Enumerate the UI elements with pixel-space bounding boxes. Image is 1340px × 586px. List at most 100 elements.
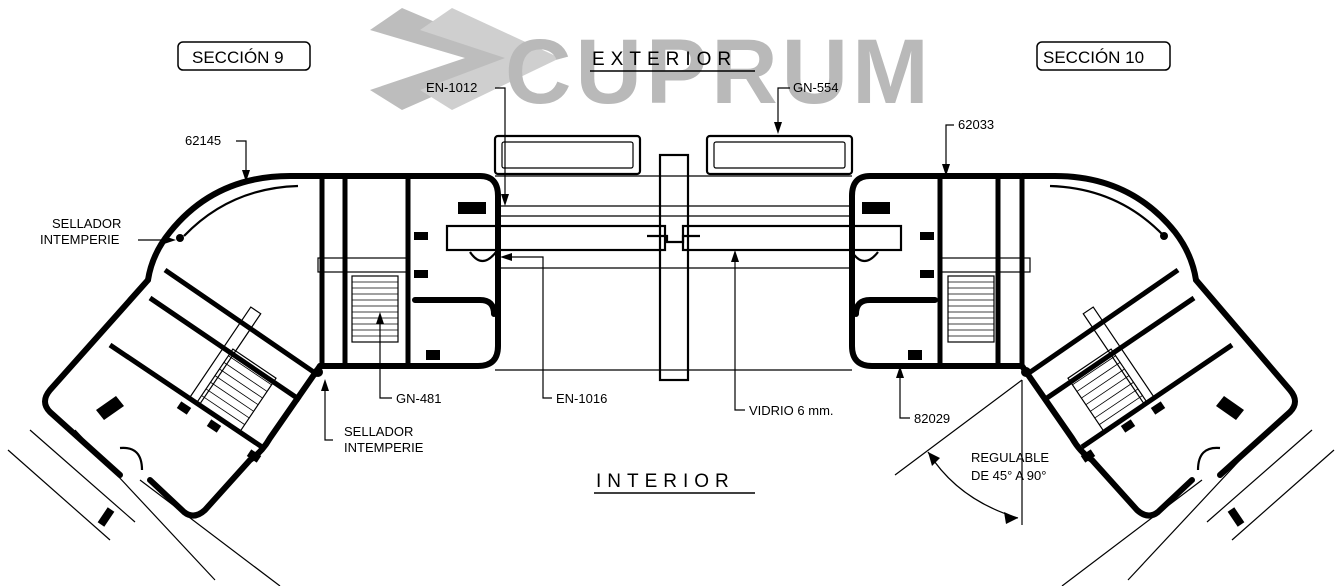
top-plate-left-inner: [501, 141, 634, 169]
glass-pane-right: [681, 224, 903, 252]
angle-arrow-tail: [928, 452, 940, 466]
left-diag-notch-2: [206, 419, 222, 433]
label-62033: 62033: [958, 117, 994, 132]
left-notch-2: [414, 270, 428, 278]
section-title-right-text: SECCIÓN 10: [1043, 48, 1144, 67]
arrow-82029: [896, 366, 904, 378]
right-notch-1: [920, 232, 934, 240]
label-gn481: GN-481: [396, 391, 442, 406]
right-notch-2: [920, 270, 934, 278]
left-diag-screw: [188, 306, 262, 406]
label-regulable-2: DE 45° A 90°: [971, 468, 1046, 483]
right-screw: [939, 257, 1031, 273]
right-diag-hatch: [1072, 355, 1143, 425]
left-diagonal-inner: [147, 363, 323, 519]
left-frame-outer: [317, 173, 501, 369]
arrow-en1016: [500, 253, 512, 261]
right-corner-arc-outer: [1019, 173, 1199, 283]
leader-gn481: [379, 318, 392, 399]
right-notch-3: [908, 350, 922, 360]
left-diag-web-3: [108, 342, 264, 450]
right-gasket: [851, 251, 879, 263]
label-62145: 62145: [185, 133, 221, 148]
right-corner-seal-bottom: [1021, 367, 1031, 377]
interior-label: INTERIOR: [596, 471, 735, 492]
label-gn554: GN-554: [793, 80, 839, 95]
angle-indicator: [894, 379, 1023, 525]
label-sellador-left-2: INTEMPERIE: [40, 232, 120, 247]
watermark-chevron-inner: [420, 8, 560, 110]
leader-sellador-bottom: [324, 385, 333, 441]
right-glass-line-2: [1206, 429, 1313, 523]
label-vidrio: VIDRIO 6 mm.: [749, 403, 834, 418]
right-glass-line-3: [1127, 429, 1269, 581]
right-diagonal-inner: [1019, 363, 1195, 519]
right-diag-hinge: [1067, 348, 1149, 434]
left-inner-leg: [412, 297, 497, 317]
arrow-en1012: [501, 194, 509, 206]
arrow-62145: [242, 170, 250, 182]
right-diag-notch-1: [1150, 401, 1166, 415]
label-en1012: EN-1012: [426, 80, 477, 95]
label-sellador-bottom-1: SELLADOR: [344, 424, 413, 439]
right-corner-profile: [1019, 173, 1335, 586]
leader-vidrio: [734, 256, 745, 411]
left-diag-notch-3: [246, 449, 262, 463]
left-diag-web-2: [148, 295, 302, 403]
right-diag-notch-2: [1120, 419, 1136, 433]
section-title-left-frame: [177, 41, 311, 71]
arrow-gn554: [774, 122, 782, 134]
right-glass-stop: [1227, 507, 1245, 527]
top-plate-right: [705, 134, 854, 176]
right-frame-outer: [849, 173, 1023, 369]
right-diagonal-outer: [1193, 277, 1298, 478]
right-diag-gasket: [1196, 446, 1221, 471]
left-corner-seal-top: [176, 234, 184, 242]
left-glass-line-2: [29, 429, 136, 523]
left-diag-notch-1: [176, 401, 192, 415]
leader-en1016: [506, 256, 552, 399]
right-diag-notch-3: [1080, 449, 1096, 463]
arrow-gn481: [376, 312, 384, 324]
left-glass-line-1: [7, 449, 111, 541]
left-glass-line-4: [139, 479, 281, 586]
leader-en1012: [495, 87, 506, 200]
left-frame-profile: [317, 173, 501, 369]
right-inner-leg: [853, 297, 938, 317]
arrow-sellador-bottom: [321, 379, 329, 391]
glass-pane-left: [445, 224, 667, 252]
right-hinge-hatch: [948, 281, 994, 337]
section-title-left: SECCIÓN 9: [177, 41, 311, 71]
angle-arrow-head: [1004, 512, 1018, 524]
left-diag-hinge: [195, 348, 277, 434]
glass-joint: [647, 234, 700, 244]
right-clip-top: [862, 202, 890, 214]
arrow-vidrio: [731, 250, 739, 262]
left-hinge-hatch: [352, 281, 398, 337]
left-notch-3: [426, 350, 440, 360]
right-diag-web-3: [1080, 342, 1234, 450]
left-notch-1: [414, 232, 428, 240]
top-plate-right-inner: [713, 141, 846, 169]
cuprum-watermark: CUPRUM: [370, 8, 929, 123]
left-diag-web-1: [163, 267, 320, 378]
left-diag-gasket: [119, 446, 144, 471]
top-plate-left: [493, 134, 642, 176]
right-diag-clip: [1216, 396, 1244, 420]
left-corner-arc-inner: [183, 184, 299, 237]
left-diag-hatch: [201, 355, 272, 425]
arrow-62033: [942, 164, 950, 176]
left-corner-profile: [7, 173, 323, 586]
label-82029: 82029: [914, 411, 950, 426]
section-title-right: SECCIÓN 10: [1036, 41, 1171, 71]
label-regulable-1: REGULABLE: [971, 450, 1049, 465]
label-sellador-bottom-2: INTEMPERIE: [344, 440, 424, 455]
right-diag-screw: [1082, 306, 1156, 406]
label-sellador-left-1: SELLADOR: [52, 216, 121, 231]
section-title-right-frame: [1036, 41, 1171, 71]
left-corner-arc-outer: [145, 173, 323, 283]
left-glass-line-3: [74, 429, 216, 581]
left-hinge-block: [351, 275, 399, 343]
left-diag-clip: [96, 396, 124, 420]
